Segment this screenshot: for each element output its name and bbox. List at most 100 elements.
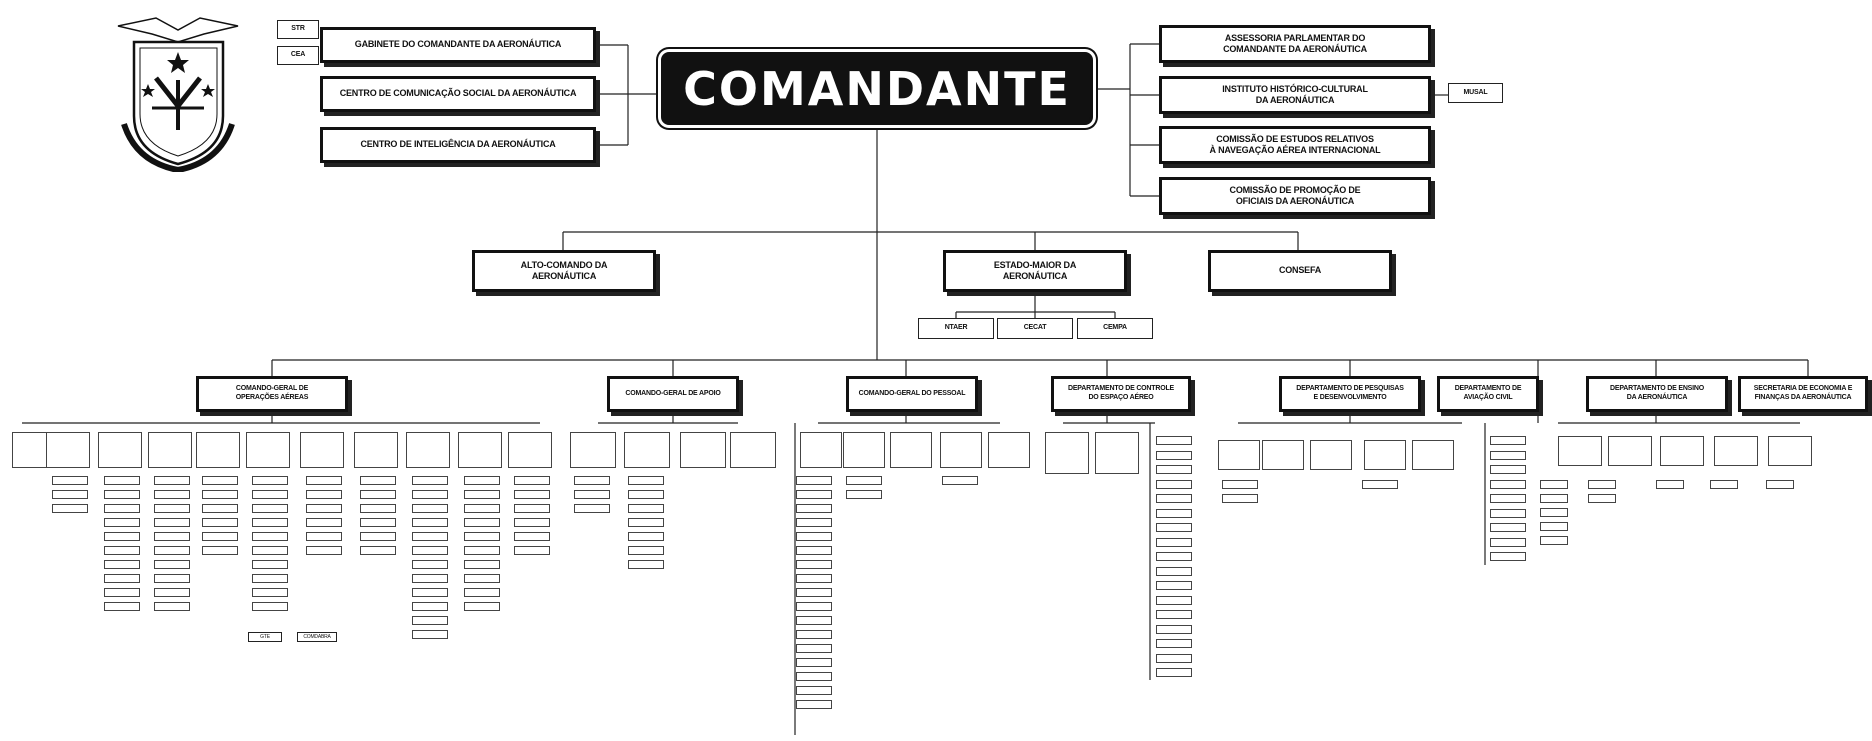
subordinate-unit-box [1412,440,1454,470]
subordinate-unit-box [796,658,832,667]
subordinate-unit-box [940,432,982,468]
box-ciaer: CENTRO DE INTELIGÊNCIA DA AERONÁUTICA [320,127,596,163]
subordinate-unit-box [574,504,610,513]
box-cpo: COMISSÃO DE PROMOÇÃO DE OFICIAIS DA AERO… [1159,177,1431,215]
subordinate-unit-box [1218,440,1260,470]
subordinate-unit-box [1156,537,1192,547]
subordinate-unit-box [796,644,832,653]
subordinate-unit-box [1540,494,1568,503]
subordinate-unit-box [730,432,776,468]
commander-title: COMANDANTE [683,61,1071,116]
subordinate-unit-box [252,588,288,597]
subordinate-unit-box [508,432,552,468]
subordinate-unit-box [796,602,832,611]
subordinate-unit-box [464,560,500,569]
box-cecat: CECAT [997,318,1073,339]
subordinate-unit-box [1156,581,1192,590]
subordinate-unit-box [1540,508,1568,517]
subordinate-unit-box [1156,624,1192,634]
box-incaer: INSTITUTO HISTÓRICO-CULTURAL DA AERONÁUT… [1159,76,1431,114]
subordinate-unit-box [574,476,610,485]
subordinate-unit-box [846,490,882,499]
subordinate-unit-box [412,518,448,527]
subordinate-unit-box [942,476,978,485]
subordinate-unit-box [104,532,140,541]
subordinate-unit-box [1156,552,1192,561]
subordinate-unit-box [1310,440,1352,470]
subordinate-unit-box [360,532,396,541]
subordinate-unit-box [843,432,885,468]
subordinate-unit-box [464,504,500,513]
subordinate-unit-box [154,518,190,527]
subordinate-unit-box [628,490,664,499]
subordinate-unit-box [1490,537,1526,547]
subordinate-unit-box [104,504,140,513]
subordinate-unit-box [514,490,550,499]
subordinate-unit-box [252,574,288,583]
subordinate-unit-box [52,490,88,499]
subordinate-unit-box [252,476,288,485]
subordinate-unit-box [514,546,550,555]
box-cempa: CEMPA [1077,318,1153,339]
subordinate-unit-box [104,574,140,583]
subordinate-unit-box [154,546,190,555]
subordinate-unit-box [800,432,842,468]
subordinate-unit-box [1045,432,1089,474]
subordinate-unit-box [570,432,616,468]
subordinate-unit-box [104,490,140,499]
subordinate-unit-box [154,504,190,513]
subordinate-unit-box [680,432,726,468]
subordinate-unit-box [1490,552,1526,561]
subordinate-unit-box [628,504,664,513]
subordinate-unit-box [464,602,500,611]
subordinate-unit-box [1490,494,1526,503]
subordinate-unit-box [514,504,550,513]
subordinate-unit-box [154,490,190,499]
subordinate-unit-box [412,476,448,485]
subordinate-unit-box [796,672,832,681]
subordinate-unit-box [464,546,500,555]
subordinate-unit-box [1768,436,1812,466]
subordinate-unit-box [154,574,190,583]
subordinate-unit-box [154,588,190,597]
subordinate-unit-box [514,476,550,485]
subordinate-unit-box [796,630,832,639]
subordinate-unit-box [628,476,664,485]
subordinate-unit-box [514,518,550,527]
subordinate-unit-box [796,686,832,695]
subordinate-unit-box [412,560,448,569]
subordinate-unit-box [796,504,832,513]
subordinate-unit-box [406,432,450,468]
subordinate-unit-box [1490,436,1526,445]
subordinate-unit-box [360,476,396,485]
subordinate-unit-box [104,602,140,611]
subordinate-unit-box [464,490,500,499]
subordinate-unit-box [154,532,190,541]
subordinate-unit-box [1156,523,1192,532]
subordinate-unit-box [252,602,288,611]
subordinate-unit-box [1156,508,1192,518]
subordinate-unit-box [154,476,190,485]
subordinate-unit-box [306,532,342,541]
box-estado-maior: ESTADO-MAIOR DA AERONÁUTICA [943,250,1127,292]
comgar-extra-tag: COMDABRA [297,632,337,642]
comgar-extra-tag: GTE [248,632,282,642]
subordinate-unit-box [1558,436,1602,466]
box-deped: DEPARTAMENTO DE PESQUISAS E DESENVOLVIME… [1279,376,1421,412]
commander-box: COMANDANTE [661,52,1093,125]
subordinate-unit-box [246,432,290,468]
subordinate-unit-box [1156,479,1192,489]
subordinate-unit-box [464,574,500,583]
subordinate-unit-box [1222,480,1258,489]
subordinate-unit-box [1095,432,1139,474]
subordinate-unit-box [202,476,238,485]
subordinate-unit-box [1262,440,1304,470]
subordinate-unit-box [1710,480,1738,489]
subordinate-unit-box [412,602,448,611]
subordinate-unit-box [360,504,396,513]
subordinate-unit-box [1364,440,1406,470]
subordinate-unit-box [574,490,610,499]
subordinate-unit-box [306,518,342,527]
subordinate-unit-box [104,518,140,527]
subordinate-unit-box [202,518,238,527]
